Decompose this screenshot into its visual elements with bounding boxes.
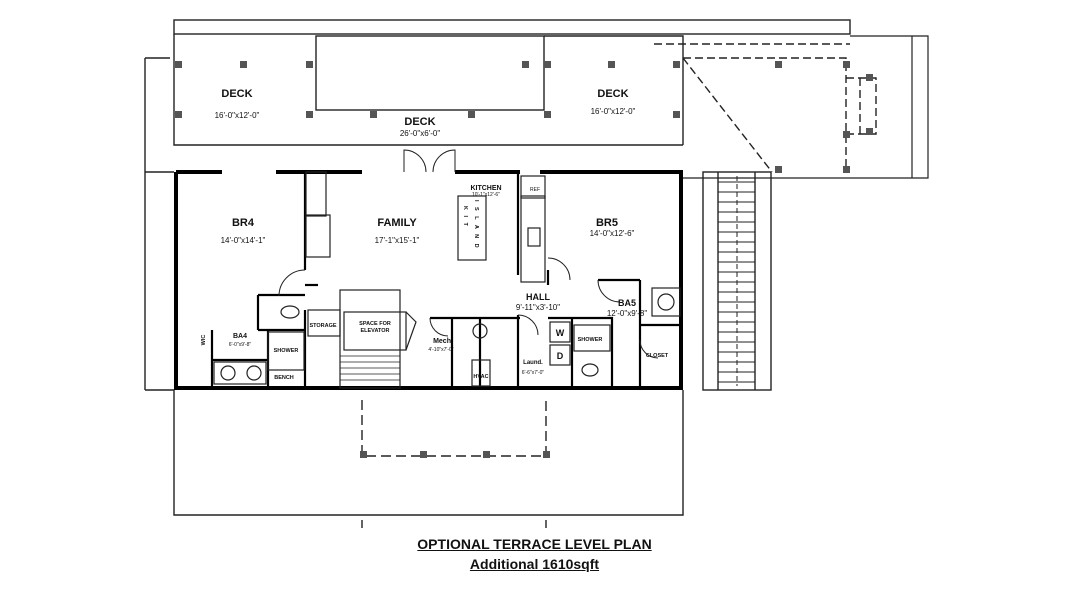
closet-label: CLOSET [646,353,669,359]
deck-roof-outline [173,19,851,35]
ba5-sink [657,293,675,311]
kitchen-island [457,195,487,261]
toilet-ba4 [280,305,300,319]
toilet-ba5 [581,363,599,377]
elevator-label-2: ELEVATOR [360,328,389,334]
refrigerator [520,175,546,199]
washer-label: W [556,328,565,338]
kitchen-label: KITCHEN [470,185,501,192]
elevator-space [343,311,407,351]
plan-title: OPTIONAL TERRACE LEVEL PLAN [417,536,652,552]
fireplace-flue [305,171,327,217]
kit-label: K I T [462,206,468,228]
shower-ba4-label: SHOWER [274,348,299,354]
deck-left-edge [144,57,174,391]
storage-label: STORAGE [309,323,336,329]
ba4-label: BA4 [233,333,247,340]
range [527,227,541,247]
deck-right-dim: 16'-0"x12'-0" [591,107,636,116]
ref-label: REF [530,187,540,193]
deck-right-label: DECK [597,88,628,100]
ba4-vanity [213,361,267,385]
hvac-box [471,359,491,387]
interior-walls [210,172,681,388]
hall-dim: 9'-11"x3'-10" [516,303,560,312]
water-heater [472,323,488,339]
plan-area: Additional 1610sqft [469,556,600,572]
island-label: I S L A N D [473,200,479,250]
stair-down-treads [340,355,400,381]
dryer-label: D [557,351,564,361]
fireplace [305,214,331,258]
ba5-tub [651,287,681,317]
deck-left-label: DECK [221,88,252,100]
br4-dim: 14'-0"x14'-1" [221,236,266,245]
deck-posts [175,61,873,458]
deck-outline-left [173,34,683,146]
family-label: FAMILY [377,217,417,229]
bench-label: BENCH [274,375,294,381]
deck-center-label: DECK [404,116,435,128]
deck-recess [315,35,545,111]
stair-stringers [717,172,756,390]
br4-label: BR4 [232,217,255,229]
dashed-deck-extension [654,43,877,173]
kitchen-dim: 10'-1"x12'-6" [472,192,500,198]
elevator-arrow [405,311,417,351]
stair-down [339,289,401,389]
terrace-dashed [361,400,547,457]
laund-dim: 6'-6"x7'-0" [522,370,545,376]
shower-ba4-box [267,331,305,371]
washer-box [549,321,571,343]
laund-label: Laund. [523,360,543,366]
elevator-label-1: SPACE FOR [359,321,391,327]
hvac-label: HVAC [473,374,488,380]
deck-right-ext [683,35,929,179]
br5-label: BR5 [596,217,618,229]
terrace-ticks [361,520,547,528]
stair-outline [702,171,772,391]
deck-left-dim: 16'-0"x12'-0" [215,111,260,120]
stair-treads [718,176,755,386]
ba4-dim: 6'-0"x9'-8" [229,342,252,348]
hall-label: HALL [526,292,550,302]
terrace-outline [173,390,684,516]
dryer-box [549,344,571,366]
deck-center-dim: 26'-0"x6'-0" [400,129,440,138]
ba4-sink-right [246,365,262,381]
br5-dim: 14'-0"x12'-6" [590,229,635,238]
doors [278,149,659,359]
shower-ba5-label: SHOWER [578,337,603,343]
mech-label: Mech. [433,338,453,345]
wic-label: WIC [201,335,207,346]
ba5-dim: 12'-0"x9'-8" [607,309,647,318]
kitchen-counter [520,195,546,283]
family-dim: 17'-1"x15'-1" [375,236,420,245]
shower-ba5-box [573,324,611,352]
mech-dim: 4'-10"x7'-0" [428,347,453,353]
ba4-sink-left [220,365,236,381]
ba5-label: BA5 [618,298,636,308]
deck-outline-right [544,35,684,145]
